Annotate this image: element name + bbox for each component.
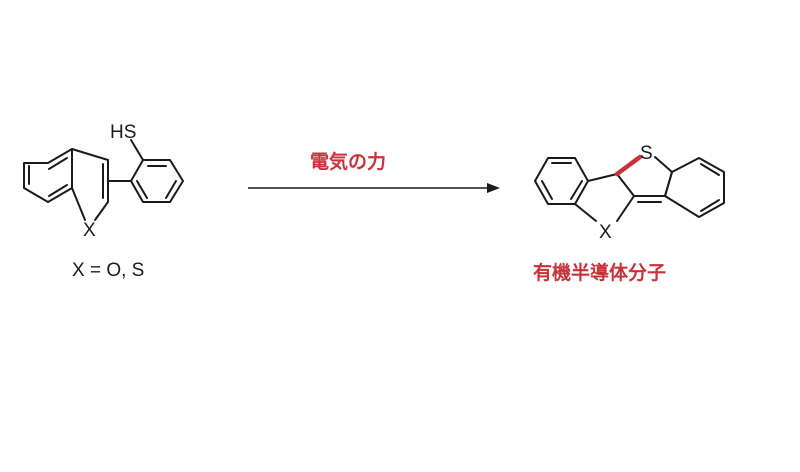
product-new-cs-bond (614, 154, 643, 177)
reactant-molecule: HS X X = O, S (23, 122, 184, 281)
reaction-arrow (248, 183, 500, 193)
reaction-condition-label: 電気の力 (310, 150, 386, 173)
product-heteroatom-label: X (599, 222, 612, 243)
reactant-heteroatom-label: X (83, 220, 96, 241)
product-caption: 有機半導体分子 (533, 261, 666, 284)
reactant-heterocycle-ring (71, 148, 109, 221)
reactant-thiol-bond (130, 139, 144, 161)
product-sulfur-label: S (640, 143, 653, 164)
product-left-benzo-ring (534, 157, 589, 205)
product-heterocycle-ring (574, 173, 635, 222)
reactant-benzo-ring (23, 148, 73, 203)
product-molecule: S X 有機半導体分子 (533, 143, 725, 284)
reactant-condition-caption: X = O, S (72, 260, 144, 281)
reactant-thiol-label: HS (110, 122, 136, 143)
reactant-thiophenol-ring (130, 159, 184, 203)
product-right-benzo-ring (664, 157, 725, 218)
